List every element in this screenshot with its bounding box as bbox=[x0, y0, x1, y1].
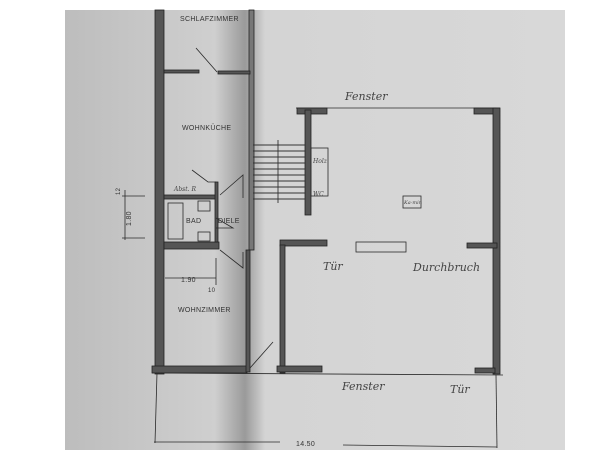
thin-lines bbox=[122, 47, 504, 449]
dimension-total-width: 14.50 bbox=[296, 441, 315, 448]
bad-bottom-wall bbox=[163, 241, 220, 250]
bad-right-wall bbox=[214, 181, 219, 243]
door-swing-diele bbox=[219, 174, 244, 198]
bathtub bbox=[167, 202, 184, 240]
room-label-diele: DIELE bbox=[218, 218, 240, 225]
annotation-fenster-top: Fenster bbox=[344, 90, 388, 103]
staircase bbox=[253, 140, 305, 203]
dimension-width-wohnzimmer: 1.90 bbox=[181, 277, 196, 284]
annotation-wc: WC bbox=[313, 191, 324, 198]
room-label-schlafzimmer: SCHLAFZIMMER bbox=[180, 16, 239, 23]
schlafzimmer-wall bbox=[163, 69, 200, 74]
annotation-kamin: Ka-min bbox=[403, 200, 422, 206]
bottom-wall-main bbox=[276, 365, 323, 373]
dimension-height-bad: 1.80 bbox=[126, 211, 133, 226]
bad-top-wall bbox=[163, 194, 217, 200]
annotation-durchbruch: Durchbruch bbox=[412, 261, 480, 274]
sink bbox=[197, 200, 211, 212]
room-label-wohnzimmer: WOHNZIMMER bbox=[178, 307, 231, 314]
door-swing-wohnzimmer bbox=[219, 249, 244, 269]
annotation-tuer-bottom: Tür bbox=[450, 383, 470, 396]
door-swing-schlafzimmer bbox=[195, 47, 218, 73]
door-swing-abstr bbox=[191, 169, 216, 183]
walls bbox=[151, 9, 501, 375]
durchbruch-opening bbox=[355, 241, 407, 253]
door-swing-bottom bbox=[249, 341, 274, 369]
room-label-wohnkueche: WOHNKÜCHE bbox=[182, 124, 231, 132]
dimension-small-top: 12 bbox=[116, 187, 122, 195]
annotation-holz: Holz bbox=[312, 158, 328, 165]
kamin-box bbox=[402, 195, 422, 209]
main-right-wall bbox=[492, 107, 501, 375]
strip-right-wall bbox=[248, 9, 255, 251]
dimension-wall: 10 bbox=[208, 288, 216, 294]
schlafzimmer-wall-right bbox=[217, 70, 251, 75]
left-outer-wall bbox=[154, 9, 165, 375]
durchbruch-wall bbox=[466, 242, 498, 249]
main-left-wall-upper bbox=[304, 109, 312, 216]
bottom-wall-right bbox=[474, 367, 496, 374]
main-top-wall-left bbox=[296, 107, 328, 115]
room-label-bad: BAD bbox=[186, 218, 201, 225]
room-label-abstellraum: Abst. R bbox=[173, 186, 196, 193]
door-swing-bad bbox=[215, 217, 235, 229]
annotation-tuer-left: Tür bbox=[323, 260, 343, 273]
wc-box bbox=[310, 147, 329, 197]
paper-background bbox=[65, 10, 565, 450]
bottom-wall-left bbox=[151, 365, 248, 374]
toilet bbox=[197, 231, 211, 242]
main-left-wall-lower bbox=[279, 244, 286, 374]
main-left-wall-bar bbox=[279, 239, 328, 247]
annotation-fenster-bottom: Fenster bbox=[341, 380, 385, 393]
wohnzimmer-right-wall bbox=[245, 249, 251, 373]
